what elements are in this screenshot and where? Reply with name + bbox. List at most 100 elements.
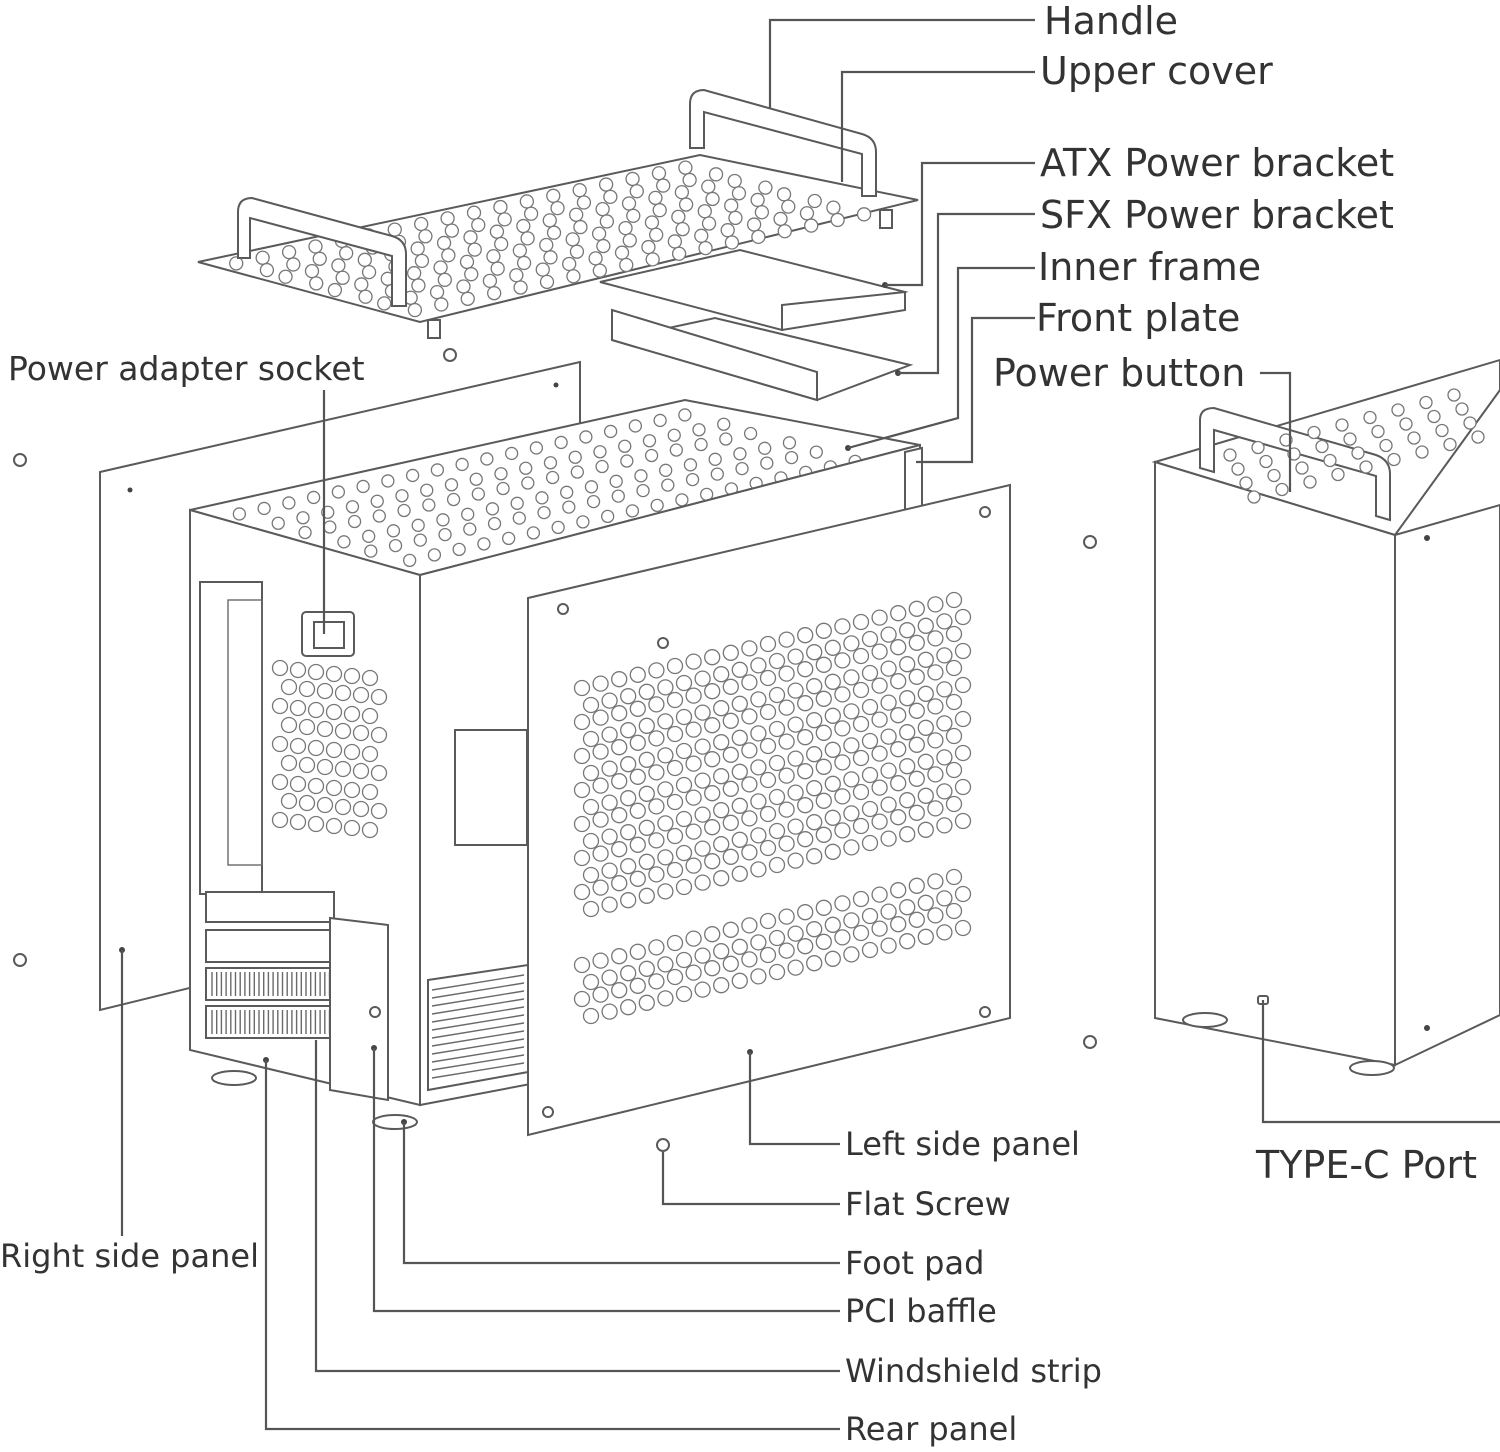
vent-hole bbox=[1463, 416, 1477, 430]
vent-hole bbox=[698, 240, 713, 256]
vent-hole bbox=[323, 520, 337, 534]
vent-hole bbox=[704, 853, 721, 870]
vent-hole bbox=[629, 734, 646, 751]
vent-hole bbox=[759, 946, 777, 964]
vent-hole bbox=[361, 821, 379, 839]
vent-hole bbox=[657, 815, 674, 832]
vent-hole bbox=[444, 223, 459, 238]
vent-hole bbox=[271, 773, 289, 791]
vent-hole bbox=[758, 441, 772, 455]
vent-hole bbox=[1407, 431, 1421, 445]
vent-hole bbox=[601, 969, 618, 986]
vent-hole bbox=[316, 796, 334, 814]
vent-hole bbox=[787, 716, 804, 733]
mesh-line bbox=[431, 1038, 525, 1055]
vent-hole bbox=[728, 210, 743, 226]
mesh-line bbox=[431, 1014, 525, 1031]
vent-hole bbox=[535, 262, 550, 277]
assembled-case bbox=[1151, 358, 1500, 1076]
vent-hole bbox=[927, 907, 944, 924]
vent-hole bbox=[917, 928, 934, 945]
vent-hole bbox=[1447, 388, 1461, 402]
vent-hole bbox=[746, 217, 762, 232]
vent-hole bbox=[427, 548, 442, 562]
vent-hole bbox=[669, 443, 683, 457]
vent-hole bbox=[701, 216, 717, 231]
vent-hole bbox=[787, 648, 804, 665]
vent-hole bbox=[666, 657, 684, 675]
vent-hole bbox=[307, 701, 325, 719]
label-sfx-power-bracket: SFX Power bracket bbox=[1040, 193, 1394, 237]
vent-hole bbox=[334, 684, 352, 702]
vent-hole bbox=[599, 214, 615, 229]
vent-hole bbox=[582, 900, 600, 918]
vent-hole bbox=[520, 231, 535, 246]
vent-hole bbox=[834, 754, 851, 771]
vent-hole bbox=[861, 766, 879, 784]
vent-hole bbox=[645, 252, 660, 267]
vent-hole bbox=[591, 226, 607, 241]
vent-hole bbox=[570, 465, 584, 479]
vent-hole bbox=[861, 630, 879, 648]
vent-hole bbox=[361, 264, 377, 280]
vent-hole bbox=[856, 207, 872, 222]
vent-hole bbox=[370, 726, 388, 744]
vent-hole bbox=[545, 470, 560, 485]
vent-hole bbox=[282, 496, 296, 510]
vent-hole bbox=[787, 959, 804, 976]
vent-hole bbox=[638, 960, 655, 977]
vent-hole bbox=[685, 721, 702, 738]
vent-hole bbox=[569, 207, 584, 222]
vent-hole bbox=[731, 797, 748, 814]
vent-hole bbox=[694, 228, 709, 243]
vent-hole bbox=[927, 596, 944, 613]
vent-hole bbox=[722, 814, 739, 831]
vent-hole bbox=[945, 625, 963, 643]
vent-hole bbox=[325, 703, 343, 721]
vent-hole bbox=[361, 745, 379, 763]
vent-hole bbox=[386, 524, 401, 538]
label-pci-baffle: PCI baffle bbox=[845, 1292, 997, 1330]
mesh-line bbox=[431, 1006, 525, 1023]
left-side-panel-part bbox=[527, 483, 1011, 1137]
vent-hole bbox=[440, 211, 455, 226]
vent-hole bbox=[648, 696, 665, 713]
vent-hole bbox=[954, 778, 972, 796]
label-upper-cover: Upper cover bbox=[1040, 49, 1273, 93]
vent-hole bbox=[750, 827, 767, 844]
vent-hole bbox=[370, 494, 384, 508]
vent-hole bbox=[611, 773, 628, 790]
vent-hole bbox=[759, 703, 777, 721]
vent-hole bbox=[773, 211, 788, 227]
vent-hole bbox=[880, 626, 897, 643]
vent-hole bbox=[778, 699, 795, 716]
vent-hole bbox=[573, 679, 591, 697]
vent-hole bbox=[485, 502, 500, 516]
vent-hole bbox=[335, 270, 350, 285]
vent-hole bbox=[1239, 476, 1253, 490]
vent-hole bbox=[1471, 430, 1485, 444]
vent-hole bbox=[554, 435, 568, 450]
vent-hole bbox=[436, 513, 450, 527]
vent-hole bbox=[768, 686, 786, 704]
vent-hole bbox=[899, 622, 916, 639]
vent-hole bbox=[364, 544, 378, 558]
vent-hole bbox=[1363, 410, 1377, 425]
vent-hole bbox=[861, 664, 879, 682]
vent-hole bbox=[917, 787, 934, 804]
vent-hole bbox=[871, 609, 888, 626]
vent-hole bbox=[936, 715, 953, 732]
vent-hole bbox=[1295, 461, 1309, 475]
vent-hole bbox=[694, 437, 708, 452]
vent-hole bbox=[603, 189, 618, 204]
vent-hole bbox=[289, 699, 307, 717]
vent-hole bbox=[648, 973, 665, 990]
vent-hole bbox=[345, 500, 360, 514]
vent-hole bbox=[861, 800, 879, 818]
vent-hole bbox=[652, 203, 667, 218]
vent-hole bbox=[824, 775, 841, 792]
vent-hole bbox=[751, 229, 766, 244]
vent-hole bbox=[880, 694, 897, 711]
label-type-c-port: TYPE-C Port bbox=[1256, 1143, 1478, 1187]
vent-hole bbox=[648, 190, 663, 206]
